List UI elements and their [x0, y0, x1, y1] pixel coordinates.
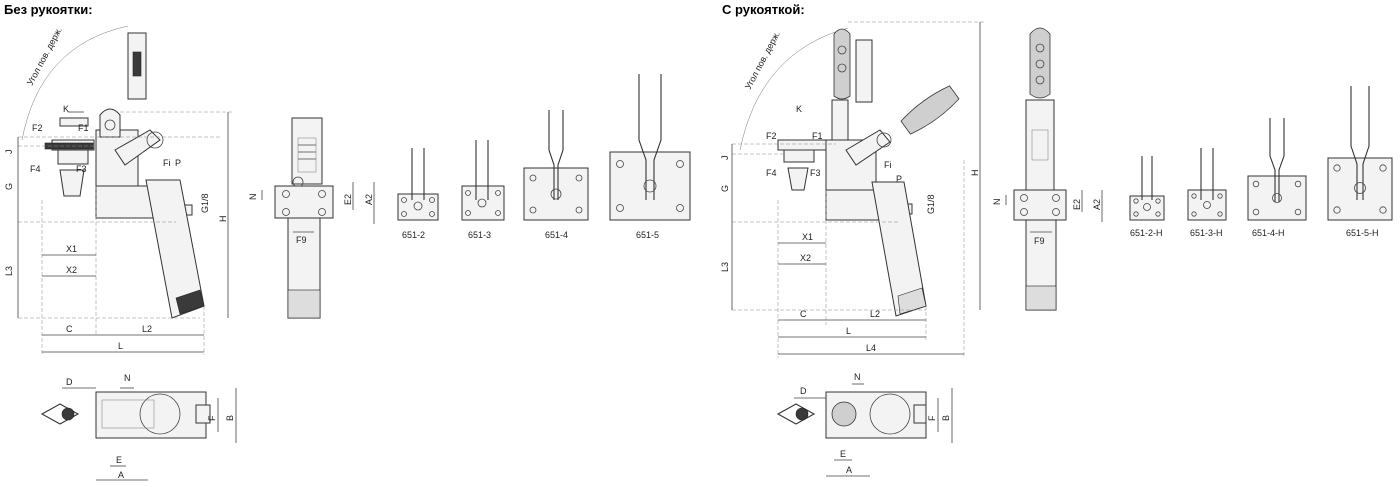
dim-e2: E2 — [343, 194, 353, 205]
dim-g18: G1/8 — [200, 193, 210, 213]
dim-f2-right: F2 — [766, 131, 777, 141]
dim-f1: F1 — [78, 123, 89, 133]
variant-651-3-H: 651-3-H — [1187, 148, 1227, 238]
dim-l2-right: L2 — [870, 309, 880, 319]
right-variants: 651-2-H 651-3-H 651-4-H — [1129, 86, 1393, 238]
dim-c-right: C — [800, 309, 807, 319]
dim-g18-right: G1/8 — [926, 194, 936, 214]
dim-j: J — [4, 150, 14, 155]
dim-x1: X1 — [66, 244, 77, 254]
dim-d-right: D — [800, 386, 807, 396]
dim-f3: F3 — [76, 164, 87, 174]
dim-l-right: L — [846, 326, 851, 336]
variant-label-h3: 651-4-H — [1252, 228, 1285, 238]
dim-f1-right: F1 — [812, 131, 823, 141]
dim-f9: F9 — [296, 235, 307, 245]
variant-label-1: 651-2 — [402, 230, 425, 240]
handle-tilted — [900, 85, 960, 135]
dim-j-right: J — [720, 156, 730, 161]
left-variants: 651-2 651-3 651-4 — [397, 74, 691, 240]
dim-fi-right: Fi — [884, 160, 892, 170]
dim-f4: F4 — [30, 164, 41, 174]
dim-k-right: K — [796, 104, 802, 114]
dim-f2: F2 — [32, 123, 43, 133]
right-side-view: Угол пов. держ. — [720, 21, 985, 358]
dim-f: F — [207, 415, 217, 421]
variant-label-4: 651-5 — [636, 230, 659, 240]
variant-label-h2: 651-3-H — [1190, 228, 1223, 238]
variant-651-4-H: 651-4-H — [1247, 118, 1307, 238]
dim-b: B — [225, 415, 235, 421]
dim-h: H — [218, 216, 228, 223]
dim-f9-right: F9 — [1034, 236, 1045, 246]
dim-e2-right: E2 — [1072, 199, 1082, 210]
right-front-view: N E2 A2 F9 — [992, 27, 1103, 311]
dim-e: E — [116, 455, 122, 465]
left-side-view: Угол пов. держ. — [4, 25, 232, 355]
dim-l3: L3 — [4, 266, 14, 276]
variant-651-5-H: 651-5-H — [1327, 86, 1393, 238]
dim-p: P — [175, 158, 181, 168]
dim-a2-right: A2 — [1092, 199, 1102, 210]
dim-n-top-right: N — [854, 372, 861, 382]
dim-f3-right: F3 — [810, 168, 821, 178]
dim-e-right: E — [840, 449, 846, 459]
variant-label-h1: 651-2-H — [1130, 228, 1163, 238]
angle-label-right: Угол пов. держ. — [743, 29, 782, 91]
dim-x1-right: X1 — [802, 232, 813, 242]
dim-a2: A2 — [364, 194, 374, 205]
rotation-angle-arc-right — [739, 27, 849, 151]
left-section-title: Без рукоятки: — [4, 2, 93, 17]
dim-k: K — [63, 104, 69, 114]
rotation-angle-arc — [21, 25, 129, 141]
right-section-title: С рукояткой: — [722, 2, 805, 17]
dim-f4-right: F4 — [766, 168, 777, 178]
dim-g-right: G — [720, 185, 730, 192]
variant-651-3: 651-3 — [461, 140, 505, 240]
dim-b-right: B — [941, 415, 951, 421]
variant-label-2: 651-3 — [468, 230, 491, 240]
left-front-view: N E2 A2 F9 — [248, 117, 375, 319]
variant-label-3: 651-4 — [545, 230, 568, 240]
dim-c: C — [66, 324, 73, 334]
dim-fi: Fi — [163, 158, 171, 168]
dim-a: A — [118, 470, 124, 480]
variant-651-2-H: 651-2-H — [1129, 156, 1165, 238]
dim-n-top: N — [124, 373, 131, 383]
dim-l: L — [118, 341, 123, 351]
dim-l2: L2 — [142, 324, 152, 334]
dim-x2-right: X2 — [800, 253, 811, 263]
variant-label-h4: 651-5-H — [1346, 228, 1379, 238]
dim-g: G — [4, 183, 14, 190]
dim-p-right: P — [896, 174, 902, 184]
dim-a-right: A — [846, 465, 852, 475]
angle-label: Угол пов. держ. — [25, 25, 64, 87]
dim-x2: X2 — [66, 265, 77, 275]
left-top-view: D N F B E A — [40, 373, 237, 481]
right-top-view: D N F B E A — [776, 372, 953, 477]
dim-l4-right: L4 — [866, 343, 876, 353]
variant-651-2: 651-2 — [397, 148, 439, 240]
dim-l3-right: L3 — [720, 262, 730, 272]
dim-n-front-right: N — [992, 199, 1002, 206]
dim-h-right: H — [970, 170, 980, 177]
variant-651-4: 651-4 — [523, 110, 589, 240]
dim-f-right: F — [927, 415, 937, 421]
dim-n-front: N — [248, 194, 258, 201]
dim-d: D — [66, 377, 73, 387]
variant-651-5: 651-5 — [609, 74, 691, 240]
